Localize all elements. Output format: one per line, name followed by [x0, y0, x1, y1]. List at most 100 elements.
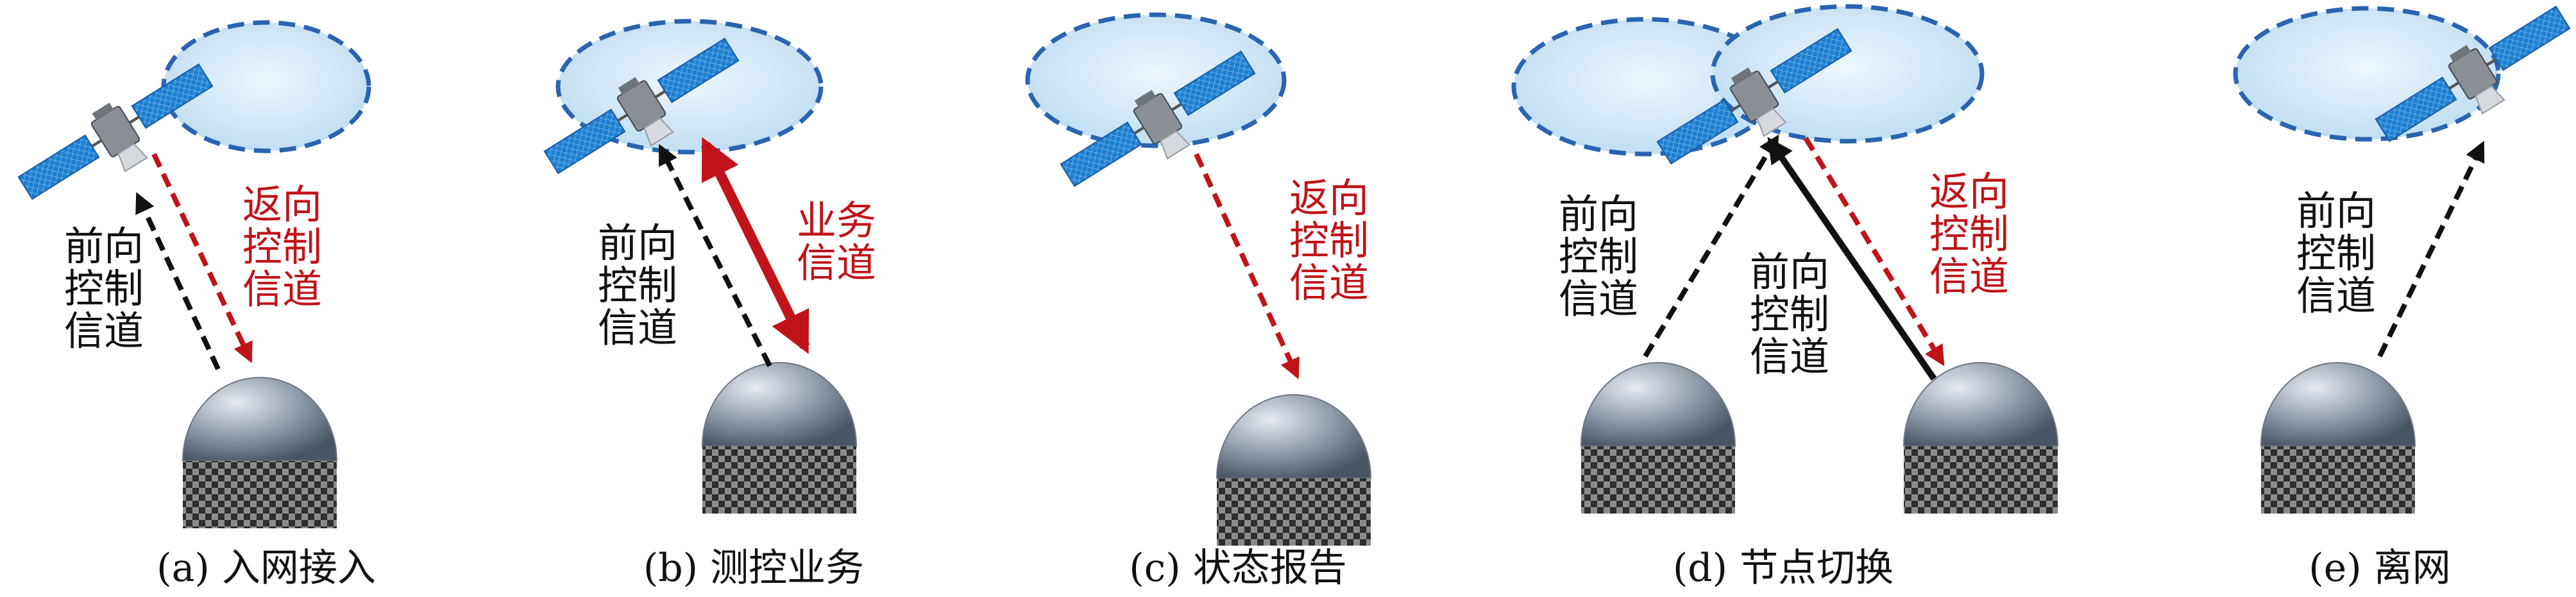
panel-arm-right: [128, 116, 140, 125]
station-base: [1904, 446, 2058, 514]
satellite-antenna: [1160, 130, 1191, 160]
panel-arm-left: [617, 113, 629, 122]
satellite-top-module: [2449, 44, 2471, 63]
return-control-link: [151, 153, 253, 363]
panel-caption: (c) 状态报告: [1129, 546, 1347, 591]
return-control-channel-label: 返向控制信道: [1289, 175, 1369, 306]
ground-station-icon: [1216, 394, 1372, 546]
panel-caption: (d) 节点切换: [1673, 546, 1894, 591]
return-control-channel-label-line: 返向: [1289, 175, 1369, 221]
ground-station-icon: [701, 362, 858, 514]
station-base: [702, 446, 856, 514]
forward-control-channel-label-line: 控制: [2296, 230, 2376, 277]
solar-panel-left: [543, 108, 626, 175]
service-channel-label: 业务信道: [797, 197, 876, 286]
forward-control-channel-label-line: 信道: [1750, 333, 1829, 380]
station-dome: [2260, 362, 2416, 447]
solar-panel-right: [1770, 28, 1852, 94]
solar-panel-right: [131, 63, 214, 129]
solar-panel-left: [17, 134, 100, 200]
satellite-icon: [2375, 5, 2571, 143]
forward-control-channel-label-line: 信道: [598, 304, 677, 351]
service-link: [700, 137, 810, 354]
ground-station-icon: [2260, 362, 2416, 514]
panel-arm-left: [1730, 103, 1741, 112]
satellite-antenna: [117, 143, 148, 173]
ground-station-icon: [1580, 362, 1736, 514]
forward-control-channel-label-line: 信道: [1559, 275, 1638, 322]
panel-arm-right: [654, 90, 666, 99]
station-dome: [1902, 362, 2059, 447]
panel-caption: (b) 测控业务: [643, 546, 864, 591]
forward-control-channel-label: 前向控制信道: [64, 223, 144, 354]
satellite-icon: [543, 37, 740, 175]
coverage-area-right: [1710, 4, 1985, 144]
forward-control-channel-label: 前向控制信道: [1559, 191, 1638, 322]
station-dome: [1216, 394, 1372, 479]
panel-arm-left: [91, 139, 103, 148]
panel-arm-right: [1171, 103, 1182, 112]
forward-control-channel-label-line: 前向: [1559, 191, 1638, 238]
service-channel-label-line: 业务: [797, 197, 876, 244]
satellite-top-module: [92, 102, 114, 121]
satellite-top-module: [618, 76, 640, 95]
solar-panel-left: [2375, 76, 2457, 143]
return-control-channel-label-line: 返向: [242, 181, 322, 228]
panel-caption: (e) 离网: [2309, 546, 2450, 591]
forward-control-channel-label-line: 前向: [1750, 248, 1829, 295]
forward-control-channel-label-line: 控制: [64, 265, 144, 312]
panel-arm-right: [2486, 58, 2497, 67]
station-dome: [182, 377, 338, 462]
satellite-icon: [1060, 50, 1256, 187]
panel-arm-right: [1767, 80, 1779, 89]
return-control-channel-label-line: 控制: [242, 223, 322, 270]
forward-control-link: [135, 192, 221, 370]
panel-caption: (a) 入网接入: [157, 546, 376, 591]
satellite-top-module: [1134, 89, 1157, 108]
forward-control-channel-label-line: 前向: [598, 220, 677, 266]
return-control-channel-label-line: 信道: [1289, 259, 1369, 306]
return-control-channel-label: 返向控制信道: [242, 181, 322, 313]
forward-control-channel-label-line: 前向: [64, 223, 144, 270]
satellite-antenna: [643, 117, 674, 147]
satellite-icon: [17, 63, 214, 200]
solar-panel-right: [2488, 5, 2571, 71]
satellite-antenna: [1756, 107, 1787, 137]
panel-arm-left: [2448, 81, 2460, 90]
forward-control-channel-label-line: 前向: [2296, 187, 2376, 234]
return-control-link: [1194, 153, 1300, 379]
return-control-channel-label-line: 控制: [1289, 217, 1369, 264]
panel-arm-left: [1133, 126, 1145, 135]
return-control-channel-label-line: 信道: [242, 266, 322, 313]
return-control-link: [1803, 136, 1945, 367]
station-base: [1581, 446, 1735, 514]
satellite-icon: [1656, 28, 1852, 165]
forward-control-channel-label: 前向控制信道: [2296, 187, 2376, 319]
forward-control-channel-label-line: 控制: [598, 262, 677, 309]
forward-control-channel-label-line: 信道: [64, 307, 144, 354]
return-control-channel-label-line: 信道: [1929, 253, 2009, 300]
forward-control-channel-label-line: 信道: [2296, 272, 2376, 319]
forward-control-link-right: [1767, 137, 1937, 381]
forward-control-channel-label-line: 控制: [1559, 233, 1638, 280]
station-base: [2261, 446, 2415, 514]
station-base: [183, 461, 337, 528]
return-control-channel-label-line: 返向: [1929, 168, 2009, 215]
ground-station-icon: [182, 377, 338, 528]
forward-control-channel-label: 前向控制信道: [1750, 248, 1829, 380]
return-control-channel-label: 返向控制信道: [1929, 168, 2009, 300]
satellite-top-module: [1731, 67, 1753, 85]
coverage-area: [1025, 12, 1287, 148]
station-dome: [701, 362, 858, 447]
station-dome: [1580, 362, 1736, 447]
satellite-antenna: [2475, 85, 2505, 115]
forward-control-channel-label-line: 控制: [1750, 291, 1829, 338]
forward-control-channel-label: 前向控制信道: [598, 220, 677, 351]
ground-station-icon: [1902, 362, 2059, 514]
station-base: [1217, 478, 1371, 546]
service-channel-label-line: 信道: [797, 239, 876, 286]
solar-panel-left: [1656, 99, 1739, 165]
forward-control-link: [2377, 141, 2485, 358]
